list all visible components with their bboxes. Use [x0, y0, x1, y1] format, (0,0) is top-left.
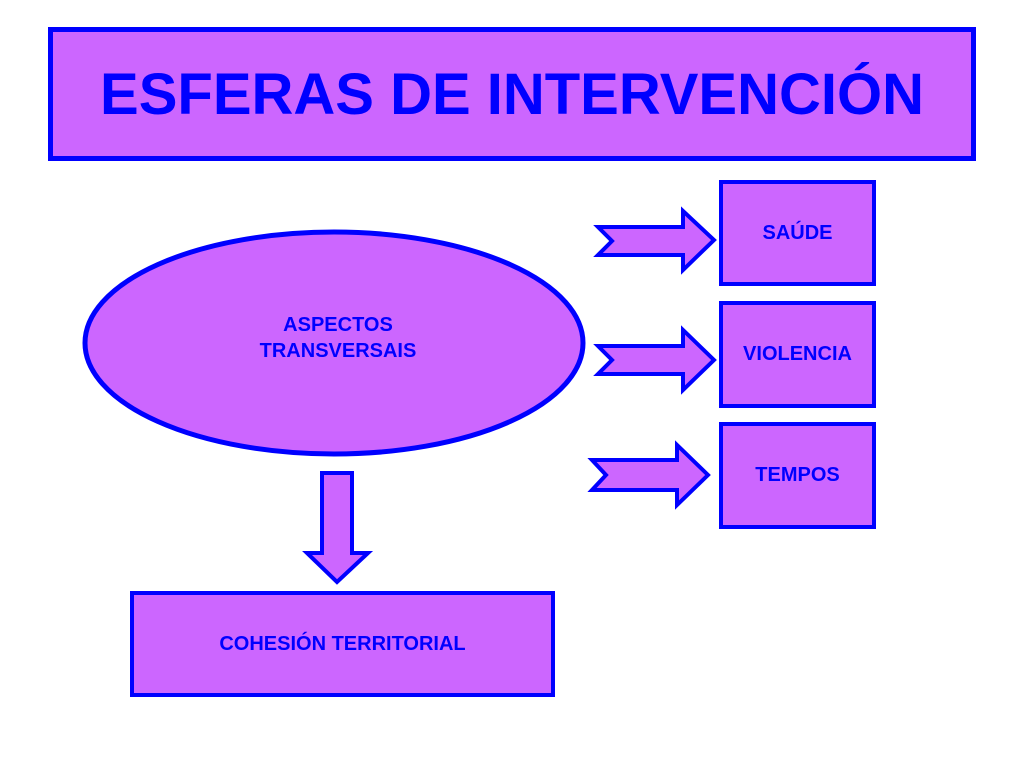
- saude-box: SAÚDE: [719, 180, 876, 286]
- title-box: ESFERAS DE INTERVENCIÓN: [48, 27, 976, 161]
- saude-label: SAÚDE: [762, 221, 833, 244]
- aspectos-label-line1: ASPECTOS: [283, 314, 393, 336]
- page-title: ESFERAS DE INTERVENCIÓN: [100, 61, 924, 127]
- violencia-box: VIOLENCIA: [719, 301, 876, 408]
- arrow-to-tempos: [587, 440, 711, 510]
- aspectos-ellipse: [82, 229, 586, 457]
- aspectos-label-line2: TRANSVERSAIS: [259, 340, 417, 362]
- tempos-box: TEMPOS: [719, 422, 876, 529]
- cohesion-box: COHESIÓN TERRITORIAL: [130, 591, 555, 697]
- violencia-label: VIOLENCIA: [743, 343, 852, 365]
- arrow-to-cohesion: [302, 471, 374, 585]
- arrow-to-saude: [593, 206, 717, 275]
- aspectos-label: ASPECTOS TRANSVERSAIS: [190, 312, 486, 364]
- cohesion-label: COHESIÓN TERRITORIAL: [219, 632, 466, 655]
- arrow-to-violencia: [593, 325, 717, 395]
- tempos-label: TEMPOS: [755, 464, 840, 486]
